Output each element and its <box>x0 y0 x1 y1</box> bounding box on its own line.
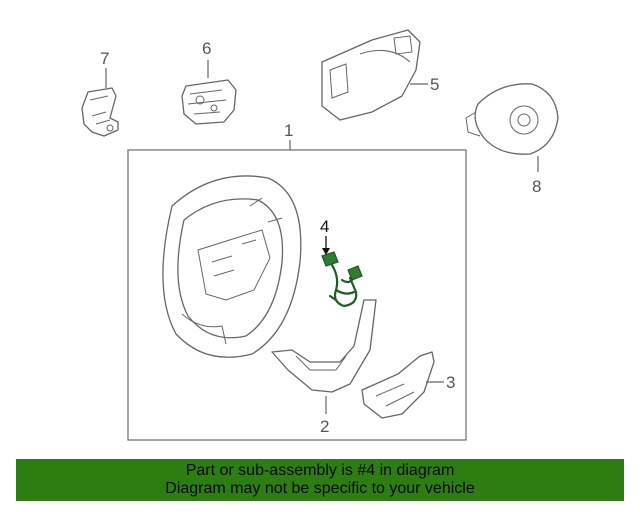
callout-5[interactable]: 5 <box>430 75 439 94</box>
part-2-lower-trim[interactable] <box>271 299 377 393</box>
part-4-wiring-harness[interactable] <box>321 251 363 308</box>
part-5-cover[interactable] <box>321 29 421 121</box>
callout-3[interactable]: 3 <box>446 373 455 392</box>
callout-7[interactable]: 7 <box>100 49 109 68</box>
callout-2[interactable]: 2 <box>320 417 329 436</box>
assembly-frame <box>127 149 467 441</box>
part-8-airbag[interactable] <box>465 83 559 155</box>
callout-8[interactable]: 8 <box>532 177 541 196</box>
info-banner: Part or sub-assembly is #4 in diagram Di… <box>16 459 624 501</box>
steering-wheel[interactable] <box>162 175 302 358</box>
callout-1[interactable]: 1 <box>284 121 293 140</box>
callout-6[interactable]: 6 <box>202 39 211 58</box>
part-3-side-trim[interactable] <box>361 351 435 419</box>
banner-line-1: Part or sub-assembly is #4 in diagram <box>185 462 455 479</box>
callout-4[interactable]: 4 <box>320 217 329 236</box>
arrowhead-4 <box>322 248 330 255</box>
part-7-switch[interactable] <box>81 87 119 137</box>
parts-diagram: 7 6 5 8 1 2 <box>81 29 559 441</box>
part-6-module[interactable] <box>181 79 237 125</box>
banner-line-2: Diagram may not be specific to your vehi… <box>165 480 475 497</box>
